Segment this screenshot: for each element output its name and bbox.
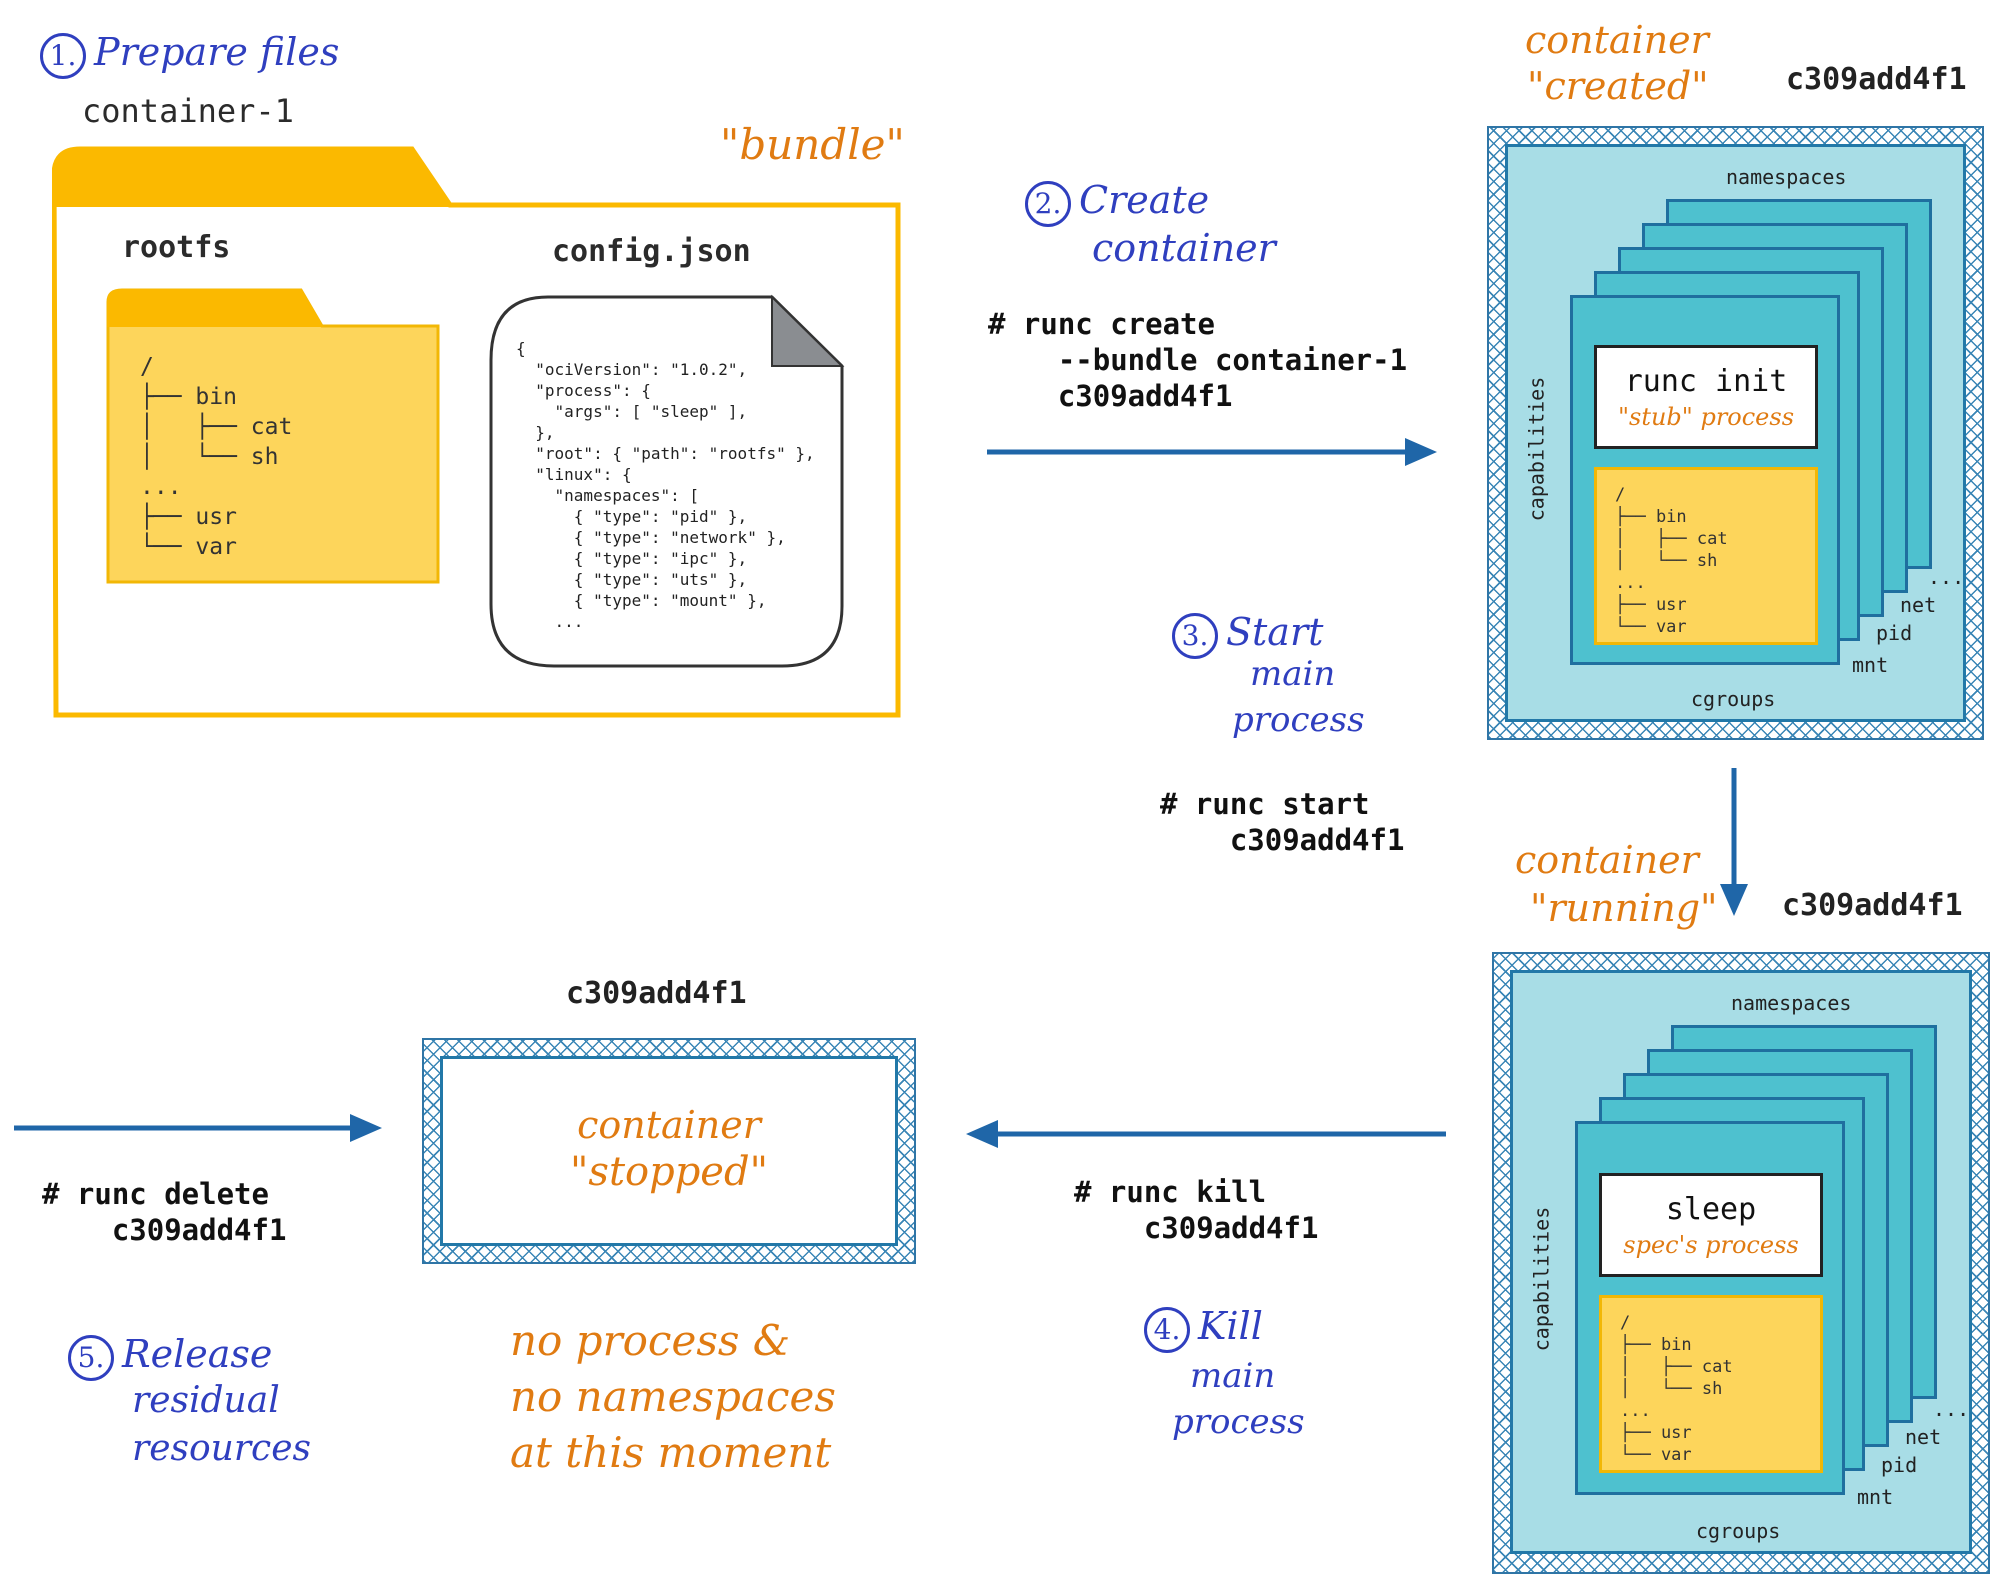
stopped-container-box: container "stopped" [422, 1038, 916, 1264]
bundle-folder-name: container-1 [82, 92, 294, 130]
stopped-note-line3: at this moment [510, 1428, 832, 1477]
config-label: config.json [552, 234, 751, 269]
stopped-state-line2: "stopped" [570, 1149, 768, 1195]
bundle-tag: "bundle" [720, 120, 905, 169]
created-rootfs-tree: / ├── bin │ ├── cat │ └── sh ... ├── usr… [1615, 485, 1728, 637]
running-ns-label-more: ... [1933, 1397, 1970, 1421]
stopped-state-line1: container [577, 1103, 761, 1147]
rootfs-folder-icon [106, 288, 440, 584]
created-state-line2: "created" [1527, 64, 1709, 108]
created-id: c309add4f1 [1786, 62, 1967, 97]
running-namespaces-label: namespaces [1731, 991, 1852, 1015]
rootfs-label: rootfs [122, 230, 231, 265]
created-container-box: namespaces cgroups capabilities mnt pid … [1487, 126, 1984, 740]
step2-command: # runc create --bundle container-1 c309a… [988, 307, 1408, 413]
rootfs-tree: / ├── bin │ ├── cat │ └── sh ... ├── usr… [140, 354, 293, 560]
running-rootfs-box: / ├── bin │ ├── cat │ └── sh ... ├── usr… [1599, 1295, 1823, 1473]
running-capabilities-label: capabilities [1529, 1206, 1554, 1352]
created-ns-label-more: ... [1928, 565, 1965, 589]
arrow-delete [14, 1114, 382, 1142]
arrow-create [987, 438, 1437, 466]
stopped-note-line1: no process & [510, 1316, 791, 1365]
created-namespaces-label: namespaces [1726, 165, 1847, 189]
running-state-line2: "running" [1530, 886, 1718, 930]
running-process-desc: spec's process [1623, 1231, 1799, 1259]
step4-label: 4.Kill [1144, 1302, 1263, 1353]
running-ns-label-net: net [1905, 1425, 1942, 1449]
step5-label: 5.Release [68, 1330, 272, 1381]
created-ns-label-net: net [1900, 593, 1937, 617]
running-id: c309add4f1 [1782, 888, 1963, 923]
stopped-inner-box: container "stopped" [440, 1056, 898, 1246]
created-process-name: runc init [1624, 364, 1788, 399]
stopped-id: c309add4f1 [566, 976, 747, 1011]
step4-command: # runc kill c309add4f1 [1074, 1175, 1319, 1245]
step4-number: 4. [1144, 1306, 1190, 1353]
running-cgroups-label: cgroups [1696, 1519, 1781, 1543]
created-rootfs-box: / ├── bin │ ├── cat │ └── sh ... ├── usr… [1594, 467, 1818, 645]
arrow-start [1720, 768, 1748, 916]
created-process-box: runc init "stub" process [1594, 345, 1818, 449]
created-ns-label-pid: pid [1876, 621, 1913, 645]
step2-label: 2.Create [1025, 176, 1209, 227]
created-state-line1: container [1525, 18, 1709, 62]
step1-number: 1. [40, 32, 86, 79]
step3-label-line3: process [1232, 700, 1365, 740]
running-namespaces-area: namespaces cgroups capabilities mnt pid … [1510, 970, 1972, 1554]
step5-command: # runc delete c309add4f1 [42, 1177, 287, 1247]
step3-label: 3.Start [1172, 608, 1323, 659]
running-state-line1: container [1515, 838, 1699, 882]
step3-number: 3. [1172, 612, 1218, 659]
created-capabilities-label: capabilities [1524, 376, 1549, 522]
config-document-icon [489, 294, 845, 668]
step1-label: 1.Prepare files [40, 28, 339, 79]
step5-label-line2: residual [132, 1380, 280, 1421]
running-ns-label-pid: pid [1881, 1453, 1918, 1477]
step4-label-line2: main [1190, 1356, 1276, 1396]
running-ns-label-mnt: mnt [1857, 1485, 1894, 1509]
running-process-name: sleep [1665, 1192, 1757, 1227]
step5-label-line3: resources [132, 1428, 311, 1469]
step4-label-line3: process [1172, 1402, 1305, 1442]
running-process-box: sleep spec's process [1599, 1173, 1823, 1277]
step2-label-line2: container [1092, 226, 1276, 270]
step5-number: 5. [68, 1334, 114, 1381]
config-json-text: { "ociVersion": "1.0.2", "process": { "a… [516, 339, 815, 631]
created-ns-label-mnt: mnt [1852, 653, 1889, 677]
step2-number: 2. [1025, 180, 1071, 227]
created-process-desc: "stub" process [1617, 403, 1795, 431]
running-rootfs-tree: / ├── bin │ ├── cat │ └── sh ... ├── usr… [1620, 1313, 1733, 1465]
step3-label-line2: main [1250, 654, 1336, 694]
stopped-note-line2: no namespaces [510, 1372, 836, 1421]
step3-command: # runc start c309add4f1 [1160, 787, 1405, 857]
created-namespaces-area: namespaces cgroups capabilities mnt pid … [1505, 144, 1966, 722]
running-container-box: namespaces cgroups capabilities mnt pid … [1492, 952, 1990, 1574]
arrow-kill [966, 1120, 1446, 1148]
created-cgroups-label: cgroups [1691, 687, 1776, 711]
